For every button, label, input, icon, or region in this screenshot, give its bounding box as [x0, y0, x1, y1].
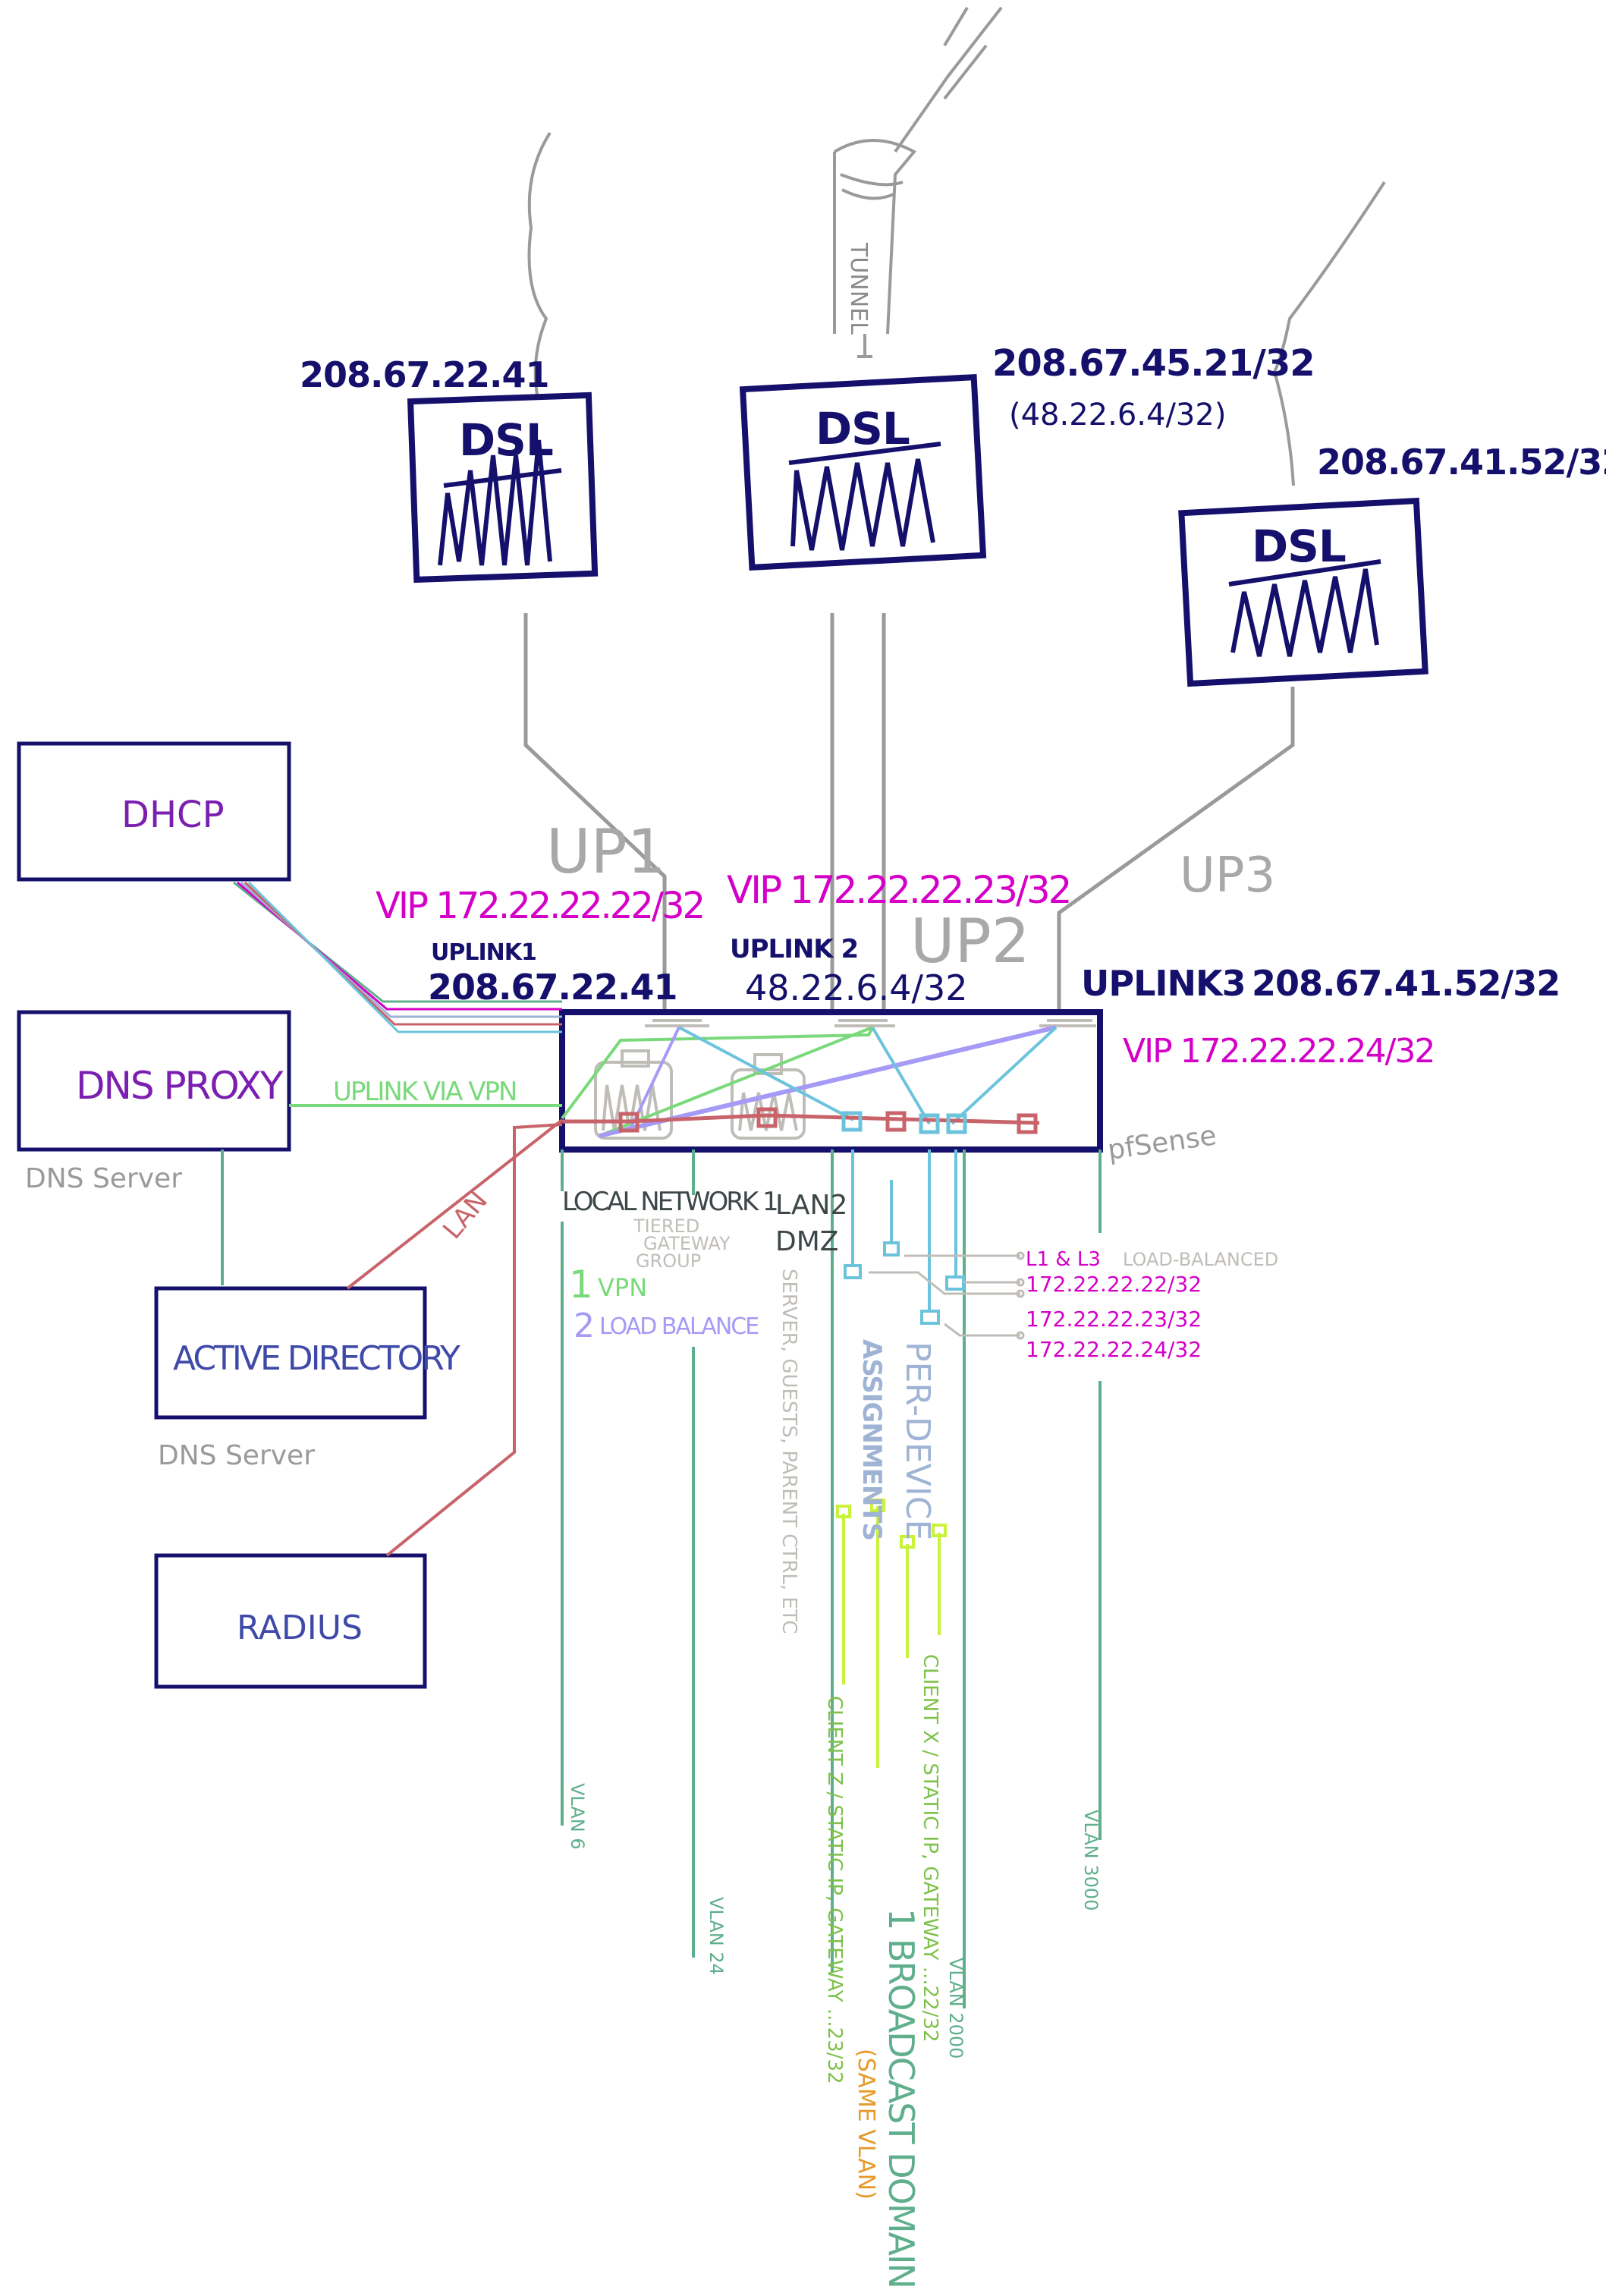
uplink1-tag: UP1: [546, 816, 666, 887]
client-z-label: CLIENT Z / STATIC IP, GATEWAY ...23/32: [823, 1696, 846, 2084]
dhcp-server[interactable]: DHCP: [17, 741, 291, 882]
tiered-label-3: GROUP: [636, 1250, 701, 1272]
active-directory-note: DNS Server: [158, 1440, 315, 1471]
tier1-number: 1: [569, 1263, 593, 1307]
uplink2-vip: VIP 172.22.22.23/32: [727, 868, 1070, 912]
legend-leaders: [869, 1251, 1025, 1340]
dhcp-links: [233, 881, 562, 1033]
dsl-label: DSL: [1252, 521, 1346, 572]
uplink-via-vpn-label: UPLINK VIA VPN: [333, 1077, 516, 1107]
tunnel-pipe: [833, 6, 1003, 358]
pfsense-firewall[interactable]: [559, 1009, 1103, 1153]
uplink3-tag: UP3: [1180, 848, 1275, 904]
wire-uplink1: [523, 613, 667, 1012]
radius-label: RADIUS: [237, 1609, 363, 1647]
lan2-label: LAN2: [775, 1190, 847, 1221]
tunnel-label: TUNNEL: [845, 242, 872, 335]
vlan-3000-label: VLAN 3000: [1080, 1810, 1102, 1911]
dsl-signal-icon: [788, 442, 941, 551]
legend-vip2: 172.22.22.23/32: [1026, 1307, 1202, 1332]
per-device-lines: [844, 1150, 965, 1325]
broadcast-domain-label: 1 BROADCAST DOMAIN: [881, 1908, 922, 2288]
tier2-label: LOAD BALANCE: [599, 1313, 759, 1340]
active-directory[interactable]: ACTIVE DIRECTORY: [154, 1286, 463, 1420]
isp-cables: [527, 131, 1386, 486]
assignments-label: ASSIGNMENTS: [856, 1339, 887, 1540]
uplink2-tag: UP2: [910, 906, 1030, 977]
legend-vip3: 172.22.22.24/32: [1026, 1337, 1202, 1362]
dsl-label: DSL: [816, 403, 910, 454]
isp2-alt-address: (48.22.6.4/32): [1009, 398, 1226, 432]
uplink-wires: [523, 613, 1295, 1012]
legend-lb-label: LOAD-BALANCED: [1123, 1249, 1278, 1270]
dns-proxy-note: DNS Server: [25, 1163, 182, 1194]
same-vlan-label: (SAME VLAN): [853, 2049, 879, 2200]
dns-proxy[interactable]: DNS PROXY: [17, 1010, 291, 1152]
client-lines: [836, 1499, 947, 1768]
client-x-label: CLIENT X / STATIC IP, GATEWAY ...22/32: [919, 1654, 941, 2043]
uplink1-name: UPLINK1: [431, 939, 536, 966]
legend-vip1: 172.22.22.22/32: [1026, 1272, 1202, 1297]
dsl-signal-icon: [1228, 559, 1381, 657]
tiered-label-2: GATEWAY: [643, 1233, 731, 1254]
dhcp-label: DHCP: [121, 794, 225, 836]
wire-uplink3: [1057, 687, 1295, 1012]
dmz-note: SERVER, GUESTS, PARENT CTRL, ETC: [778, 1269, 800, 1634]
isp2-address: 208.67.45.21/32: [992, 342, 1315, 385]
uplink2-name: UPLINK 2: [730, 934, 858, 964]
dmz-label: DMZ: [775, 1226, 838, 1257]
lan-label: LAN: [437, 1186, 494, 1245]
per-device-label: PER-DEVICE: [898, 1341, 937, 1540]
radius-server[interactable]: RADIUS: [154, 1553, 427, 1689]
uplink2-address: 48.22.6.4/32: [745, 967, 968, 1008]
tier1-label: VPN: [598, 1273, 647, 1302]
isp1-address: 208.67.22.41: [300, 354, 549, 395]
legend-lb-prefix: L1 & L3: [1026, 1248, 1101, 1271]
dns-proxy-label: DNS PROXY: [76, 1064, 284, 1108]
interface-ports: [618, 1107, 1038, 1134]
tiered-label-1: TIERED: [633, 1216, 699, 1237]
vlan-2000-label: VLAN 2000: [945, 1958, 966, 2059]
cable-isp3: [1272, 181, 1386, 486]
vlan-6-label: VLAN 6: [567, 1783, 588, 1850]
dsl-modem-1: DSL: [407, 392, 599, 583]
uplink3-name: UPLINK3: [1081, 963, 1246, 1004]
cable-isp1: [527, 131, 552, 395]
dsl-modem-3: DSL: [1178, 497, 1428, 687]
local-network-1-label: LOCAL NETWORK 1: [562, 1187, 777, 1217]
active-directory-label: ACTIVE DIRECTORY: [173, 1339, 460, 1378]
lan-links: [346, 1118, 564, 1557]
tier2-number: 2: [574, 1307, 595, 1345]
pfsense-label: pfSense: [1106, 1120, 1219, 1166]
uplink1-vip: VIP 172.22.22.22/32: [376, 885, 703, 927]
isp3-address: 208.67.41.52/32: [1317, 442, 1606, 483]
uplink3-vip: VIP 172.22.22.24/32: [1123, 1032, 1434, 1071]
dsl-modem-2: DSL: [739, 373, 987, 571]
uplink3-address: 208.67.41.52/32: [1252, 963, 1560, 1004]
vlan-24-label: VLAN 24: [706, 1897, 727, 1975]
dsl-signal-icon: [438, 439, 562, 566]
